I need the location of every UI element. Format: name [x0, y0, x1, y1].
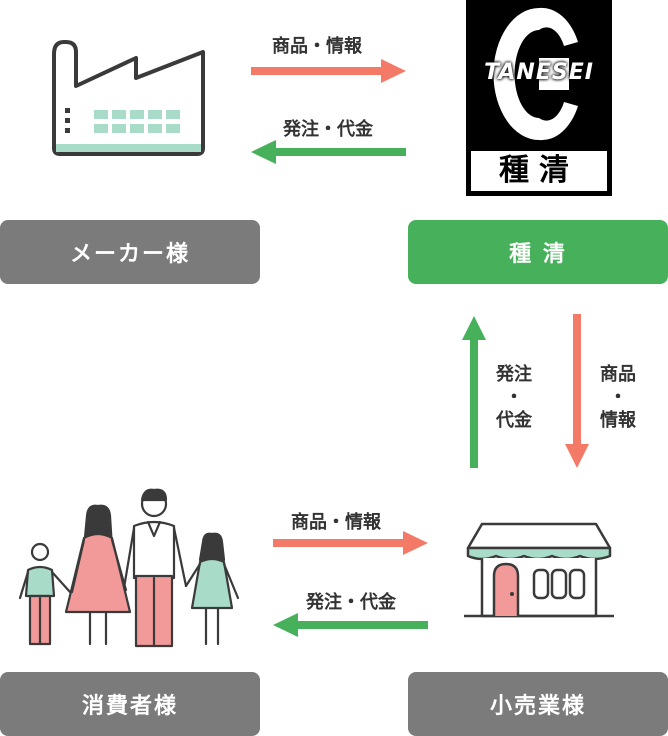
tanesei-mark-icon: [493, 7, 578, 141]
tanesei-logo: TANESEI 種清: [466, 0, 612, 196]
family-icon: [18, 488, 240, 648]
logo-kanji-box: 種清: [471, 151, 607, 191]
edge-label-up: 発注 ・ 代金: [484, 363, 544, 432]
factory-icon: [52, 40, 205, 156]
edge-label-down: 商品 ・ 情報: [588, 363, 648, 432]
arrow-left-icon-bottom: [273, 613, 428, 637]
arrow-down-icon: [565, 314, 589, 468]
edge-label-down-line3: 情報: [600, 410, 636, 431]
edge-label-top-left: 発注・代金: [283, 119, 373, 140]
node-maker: メーカー様: [0, 220, 260, 284]
edge-label-down-line1: 商品: [600, 364, 636, 385]
arrow-right-icon: [251, 59, 406, 83]
edge-label-top-right: 商品・情報: [272, 36, 362, 57]
arrow-right-icon-bottom: [273, 531, 428, 555]
edge-label-bottom-left: 発注・代金: [306, 592, 396, 613]
edge-label-up-line1: 発注: [496, 364, 532, 385]
node-tanesei: 種 清: [408, 220, 668, 284]
edge-label-up-line2: ・: [505, 387, 523, 408]
logo-kanji-text: 種清: [499, 153, 579, 188]
shop-icon: [464, 522, 614, 618]
edge-label-up-line3: 代金: [496, 410, 532, 431]
node-retailer: 小売業様: [408, 672, 668, 736]
edge-label-bottom-right: 商品・情報: [291, 512, 381, 533]
node-consumer: 消費者様: [0, 672, 260, 736]
arrow-up-icon: [462, 316, 486, 468]
arrow-left-icon: [251, 140, 406, 164]
logo-latin-text: TANESEI: [484, 60, 594, 85]
edge-label-down-line2: ・: [609, 387, 627, 408]
